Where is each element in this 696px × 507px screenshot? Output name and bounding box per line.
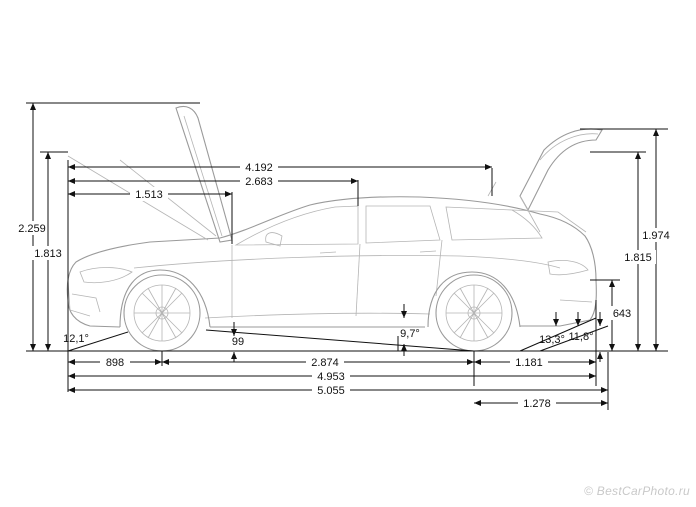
- label-1815: 1.815: [624, 252, 652, 264]
- label-643: 643: [613, 308, 631, 320]
- dimension-labels: 2.259 1.813 4.192 2.683 1.513 1.974 1.81…: [18, 162, 670, 410]
- label-2874: 2.874: [311, 357, 339, 369]
- label-departure-angle-1: 13,3°: [539, 334, 565, 346]
- vertical-dimensions: [14, 103, 676, 362]
- label-approach-angle: 12,1°: [63, 333, 89, 345]
- label-1974: 1.974: [642, 230, 670, 242]
- angle-indicators: [67, 304, 609, 362]
- watermark: © BestCarPhoto.ru: [584, 484, 690, 498]
- label-1181: 1.181: [515, 357, 543, 369]
- label-ramp-angle: 9,7°: [400, 328, 420, 340]
- label-898: 898: [106, 357, 124, 369]
- label-departure-angle-2: 11,8°: [569, 331, 594, 343]
- label-2683: 2.683: [245, 176, 273, 188]
- label-1813: 1.813: [34, 248, 62, 260]
- front-wheel: [123, 274, 201, 352]
- reference-lines: [26, 102, 668, 410]
- front-hood-open: [67, 105, 233, 243]
- car-outline: [66, 196, 597, 328]
- label-1278: 1.278: [523, 398, 551, 410]
- label-1513: 1.513: [135, 189, 163, 201]
- label-4953: 4.953: [317, 371, 345, 383]
- label-99: 99: [232, 336, 244, 348]
- label-2259: 2.259: [18, 223, 46, 235]
- rear-wheel: [435, 274, 513, 352]
- label-5055: 5.055: [317, 385, 345, 397]
- rear-tailgate-open: [487, 128, 603, 233]
- horizontal-dimensions: [68, 160, 608, 410]
- label-4192: 4.192: [245, 162, 273, 174]
